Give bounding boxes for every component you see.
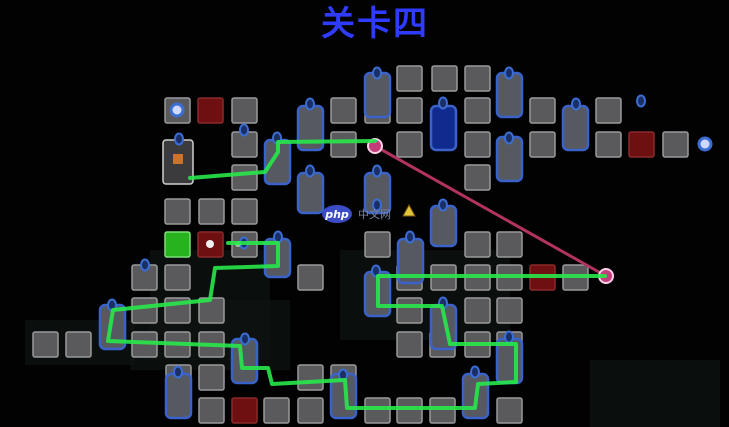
door-icon — [173, 365, 183, 379]
route-path — [188, 139, 377, 180]
map-tall-room — [164, 372, 193, 420]
map-room — [396, 297, 423, 324]
route-path — [106, 241, 607, 410]
map-room — [198, 364, 225, 391]
map-tall-room — [429, 204, 458, 248]
map-room — [396, 131, 423, 158]
watermark-logo: php — [322, 205, 352, 223]
red-room — [628, 131, 655, 158]
map-room — [464, 131, 491, 158]
red-room — [231, 397, 258, 424]
map-room — [198, 198, 225, 225]
map-room — [297, 264, 324, 291]
door-icon — [504, 66, 514, 80]
map-room — [529, 97, 556, 124]
map-room — [595, 131, 622, 158]
door-icon — [240, 332, 250, 346]
warning-icon — [402, 203, 416, 217]
door-icon — [239, 123, 249, 137]
map-room — [198, 397, 225, 424]
map-tall-room — [561, 104, 590, 152]
map-room — [662, 131, 689, 158]
map-room — [396, 331, 423, 358]
watermark: php 中文网 — [322, 203, 391, 225]
door-icon — [372, 164, 382, 178]
map-tall-room — [495, 71, 524, 119]
map-tall-room — [296, 171, 325, 215]
map-room — [396, 65, 423, 92]
chest-icon — [206, 240, 214, 248]
red-room — [197, 97, 224, 124]
map-room — [32, 331, 59, 358]
door-icon — [470, 365, 480, 379]
map-room — [464, 164, 491, 191]
map-room — [364, 231, 391, 258]
blue-special-room — [429, 104, 458, 152]
door-icon — [305, 97, 315, 111]
level-title: 关卡四 — [321, 4, 429, 44]
door-icon — [305, 164, 315, 178]
map-room — [529, 131, 556, 158]
map-room — [263, 397, 290, 424]
map-room — [396, 397, 423, 424]
map-room — [231, 198, 258, 225]
map-room — [496, 297, 523, 324]
teleport-link — [374, 144, 607, 278]
door-icon — [636, 94, 646, 108]
door-icon — [438, 96, 448, 110]
door-icon — [372, 66, 382, 80]
door-icon — [174, 132, 184, 146]
portal-icon — [169, 102, 185, 118]
map-room — [464, 65, 491, 92]
map-room — [65, 331, 92, 358]
door-icon — [504, 330, 514, 344]
green-start-room — [164, 231, 191, 258]
door-icon — [372, 198, 382, 212]
map-room — [330, 97, 357, 124]
map-room — [464, 97, 491, 124]
map-room — [364, 397, 391, 424]
map-room — [164, 264, 191, 291]
door-icon — [504, 131, 514, 145]
door-icon — [140, 258, 150, 272]
door-icon — [405, 230, 415, 244]
map-room — [464, 297, 491, 324]
map-room — [396, 97, 423, 124]
map-background-area — [590, 360, 720, 427]
map-room — [496, 397, 523, 424]
map-room — [431, 65, 458, 92]
map-room — [131, 297, 158, 324]
map-room — [464, 231, 491, 258]
map-room — [595, 97, 622, 124]
map-room — [330, 131, 357, 158]
map-room — [496, 231, 523, 258]
map-room — [231, 164, 258, 191]
door-icon — [273, 230, 283, 244]
map-tall-room — [363, 71, 392, 119]
shop-icon — [173, 154, 183, 164]
door-icon — [438, 198, 448, 212]
map-room — [297, 397, 324, 424]
door-icon — [571, 97, 581, 111]
map-room — [164, 198, 191, 225]
portal-icon — [697, 136, 713, 152]
map-room — [231, 97, 258, 124]
map-room — [297, 364, 324, 391]
watermark-text: 中文网 — [358, 208, 391, 221]
map-room — [429, 397, 456, 424]
